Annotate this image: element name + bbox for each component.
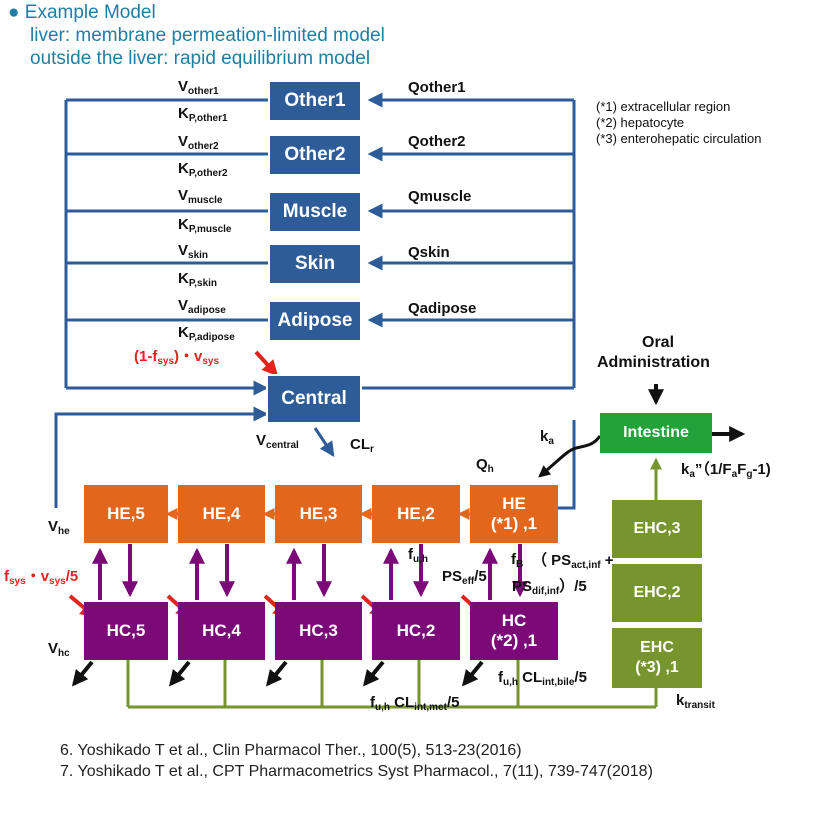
membrane-exchange-lines [92, 544, 528, 600]
hc-volume-label: Vhc [48, 640, 70, 659]
blood-circulation-lines [54, 92, 576, 510]
he-box-4: HE,4 [178, 485, 265, 543]
he-box-3: HE,3 [275, 485, 362, 543]
central-volume-label: Vcentral [256, 432, 299, 451]
flow-label-muscle: Qmuscle [408, 188, 472, 205]
kp-label-muscle: KP,muscle [178, 216, 232, 235]
oral-label-line2: Administration [597, 354, 710, 371]
renal-clearance-label: CLr [350, 436, 374, 455]
kp-label-other2: KP,other2 [178, 160, 228, 179]
volume-label-other1: Vother1 [178, 78, 219, 97]
header-line-1: ● Example Model [8, 2, 156, 24]
tissue-box-adipose: Adipose [268, 300, 362, 342]
unbound-fraction-label: fu,h [408, 546, 428, 565]
bile-transit-lines [126, 457, 662, 709]
intestine-box: Intestine [600, 413, 712, 453]
tissue-box-other1: Other1 [268, 80, 362, 122]
absorption-rate-label: ka [540, 428, 554, 447]
uptake-clearance-label: （ PSact,inf + [532, 552, 614, 571]
hepatic-flow-label: Qh [476, 456, 494, 475]
ehc-box-3: EHC,3 [612, 500, 702, 558]
flow-label-other2: Qother2 [408, 133, 466, 150]
note-3: (*3) enterohepatic circulation [596, 131, 762, 146]
header-title: Example Model [24, 2, 156, 23]
blood-fraction-label: fB [511, 551, 524, 570]
tissue-box-skin: Skin [268, 243, 362, 285]
flow-label-other1: Qother1 [408, 79, 466, 96]
efflux-clearance-label: PSeff/5 [442, 568, 487, 587]
header-line-3: outside the liver: rapid equilibrium mod… [30, 48, 371, 69]
note-2: (*2) hepatocyte [596, 115, 685, 130]
kp-label-adipose: KP,adipose [178, 324, 235, 343]
header-line-2: liver: membrane permeation-limited model [30, 25, 385, 46]
kp-label-skin: KP,skin [178, 270, 218, 289]
kp-label-other1: KP,other1 [178, 105, 228, 124]
biliary-clearance-label: fu,h CLint,bile/5 [498, 669, 587, 688]
ehc-box-1: EHC(*3) ,1 [612, 628, 702, 688]
he-box-1: HE(*1) ,1 [470, 485, 558, 543]
flow-label-adipose: Qadipose [408, 300, 477, 317]
central-input-label: (1-fsys)・vsys [134, 348, 220, 367]
diffusion-clearance-label: PSdif,inf）/5 [512, 578, 587, 597]
volume-label-skin: Vskin [178, 242, 209, 261]
he-box-2: HE,2 [372, 485, 460, 543]
hc-input-label: fsys・vsys/5 [4, 568, 79, 587]
transit-rate-label: ktransit [676, 692, 715, 711]
hc-box-5: HC,5 [84, 602, 168, 660]
hc-box-3: HC,3 [275, 602, 362, 660]
hc-box-4: HC,4 [178, 602, 265, 660]
reference-6: 6. Yoshikado T et al., Clin Pharmacol Th… [60, 742, 522, 759]
elimination-arrows [71, 384, 746, 687]
hc-box-2: HC,2 [372, 602, 460, 660]
reference-7: 7. Yoshikado T et al., CPT Pharmacometri… [60, 763, 653, 780]
oral-label-line1: Oral [642, 334, 675, 351]
bullet-icon: ● [8, 2, 20, 23]
ehc-box-2: EHC,2 [612, 564, 702, 622]
tissue-box-other2: Other2 [268, 134, 362, 176]
volume-label-muscle: Vmuscle [178, 187, 223, 206]
ka-correction-label: ka”（1/FaFg-1) [681, 461, 771, 480]
hc-box-1: HC(*2) ,1 [470, 602, 558, 660]
volume-label-adipose: Vadipose [178, 297, 226, 316]
flow-label-skin: Qskin [408, 244, 450, 261]
he-box-5: HE,5 [84, 485, 168, 543]
tissue-box-muscle: Muscle [268, 191, 362, 233]
central-box: Central [266, 374, 362, 424]
note-1: (*1) extracellular region [596, 99, 731, 114]
volume-label-other2: Vother2 [178, 133, 219, 152]
metabolic-clearance-label: fu,h CLint,met/5 [370, 694, 460, 713]
he-volume-label: Vhe [48, 518, 70, 537]
